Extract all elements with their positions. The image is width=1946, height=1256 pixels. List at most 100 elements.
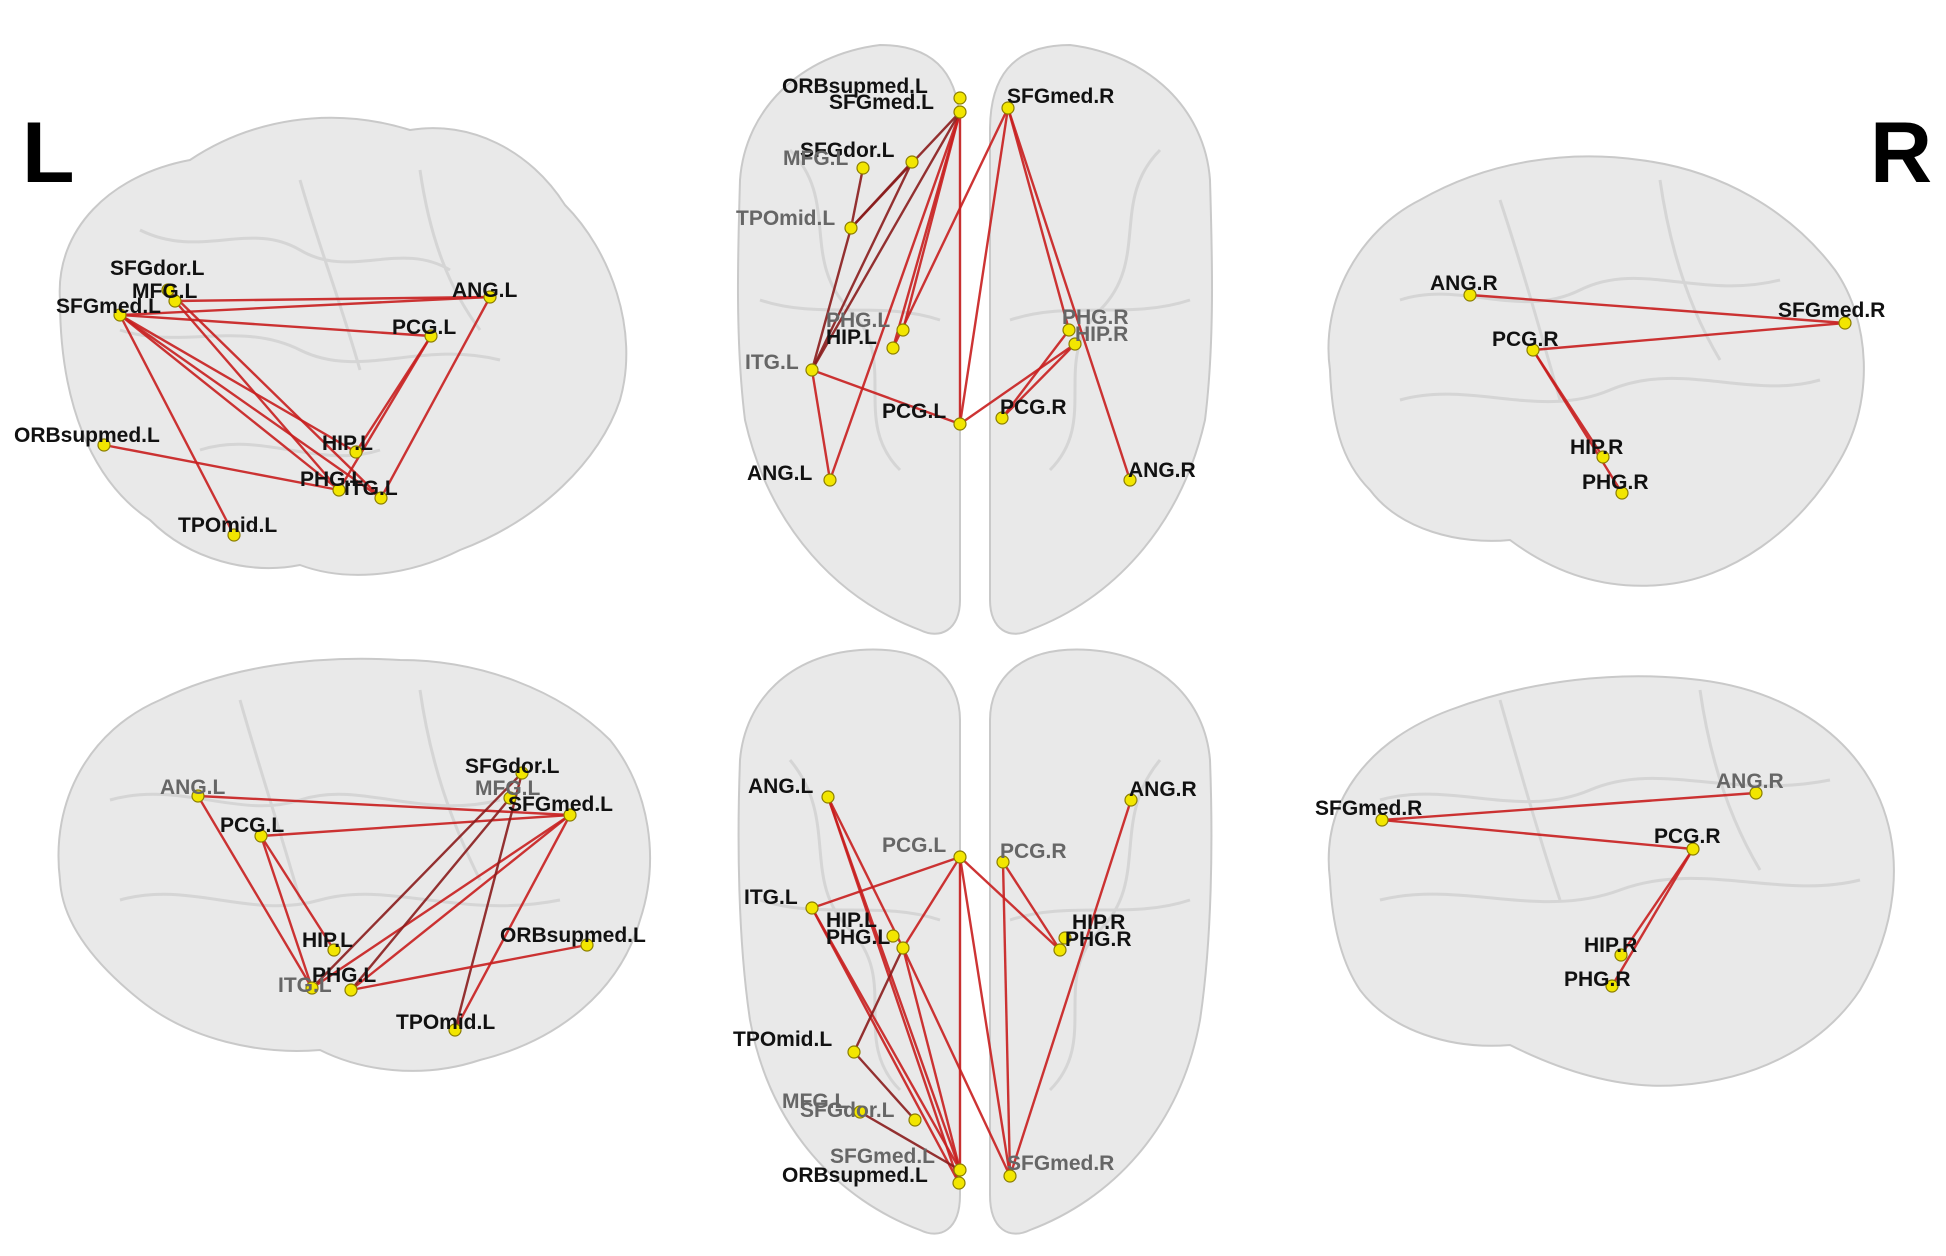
node-pcg-r — [995, 411, 1009, 425]
node-label: SFGmed.L — [56, 295, 161, 318]
labels-inferior: ANG.L ANG.R PCG.L PCG.R ITG.L HIP.L PHG.… — [733, 775, 1197, 1187]
node-label: SFGmed.L — [830, 1145, 935, 1168]
brain-right-lateral — [1327, 155, 1865, 587]
node-hip-r — [1058, 931, 1072, 945]
labels-left-lateral: SFGdor.L MFG.L SFGmed.L ANG.L PCG.L ORBs… — [14, 257, 518, 537]
node-label: SFGmed.L — [829, 91, 934, 114]
node-phg-l — [332, 483, 346, 497]
node-hip-l — [349, 445, 363, 459]
node-mfg-l — [503, 791, 517, 805]
labels-left-medial: SFGdor.L ANG.L MFG.L SFGmed.L PCG.L HIP.… — [160, 755, 646, 1034]
edge-sfgmed-pcg — [119, 313, 432, 338]
node-itg-l — [305, 981, 319, 995]
node-ang-r — [1749, 786, 1763, 800]
node-label: ITG.L — [745, 351, 799, 374]
node-label: HIP.L — [302, 929, 353, 952]
node-label: ITG.L — [344, 477, 398, 500]
node-label: TPOmid.L — [178, 514, 277, 537]
brain-left-lateral — [58, 116, 628, 576]
node-label: ANG.R — [1129, 778, 1197, 801]
node-label: SFGdor.L — [800, 1099, 895, 1122]
edges-left-medial — [196, 772, 588, 1031]
node-orbsupmed-l — [580, 938, 594, 952]
node-phg-r — [1053, 943, 1067, 957]
node-phg-r — [1615, 486, 1629, 500]
node-hip-r — [1596, 450, 1610, 464]
node-label: ANG.L — [748, 775, 814, 798]
labels-right-medial: SFGmed.R ANG.R PCG.R HIP.R PHG.R — [1315, 770, 1784, 991]
node-label: ANG.R — [1430, 272, 1498, 295]
node-label: MFG.L — [782, 1090, 847, 1113]
node-label: HIP.R — [1570, 436, 1623, 459]
node-ang-r — [1463, 288, 1477, 302]
node-label: SFGmed.L — [508, 793, 613, 816]
node-phg-l — [896, 941, 910, 955]
edge-sfgmed-hip — [119, 313, 357, 454]
node-label: PCG.L — [882, 400, 946, 423]
node-tpomid-l — [847, 1045, 861, 1059]
node-label: HIP.L — [826, 909, 877, 932]
node-label: HIP.R — [1584, 934, 1637, 957]
node-label: ORBsupmed.L — [14, 424, 160, 447]
node-pcg-l — [953, 850, 967, 864]
brain-superior — [736, 43, 1214, 635]
node-label: ORBsupmed.L — [782, 75, 928, 98]
edges-superior — [810, 107, 1132, 481]
node-sfgmed-l — [563, 808, 577, 822]
brain-inferior — [737, 648, 1213, 1235]
edge-orbsupmed-phg — [103, 443, 340, 492]
left-hemisphere-label: L — [22, 105, 75, 201]
node-label: ANG.L — [452, 279, 518, 302]
node-hip-r — [1614, 948, 1628, 962]
edge-sfgmed-phg — [119, 314, 340, 491]
node-label: SFGdor.L — [110, 257, 205, 280]
node-label: TPOmid.L — [733, 1028, 832, 1051]
node-label: ORBsupmed.L — [500, 924, 646, 947]
node-itg-l — [374, 491, 388, 505]
node-label: ORBsupmed.L — [782, 1164, 928, 1187]
node-sfgdor-l — [515, 766, 529, 780]
node-label: HIP.R — [1072, 911, 1125, 934]
node-orbsupmed-l — [97, 438, 111, 452]
node-ang-l — [483, 290, 497, 304]
node-sfgmed-l — [113, 308, 127, 322]
node-label: ITG.L — [278, 974, 332, 997]
node-label: PCG.L — [882, 834, 946, 857]
node-itg-l — [805, 363, 819, 377]
node-label: ANG.L — [160, 776, 226, 799]
node-label: HIP.L — [826, 326, 877, 349]
node-ang-l — [191, 789, 205, 803]
node-label: HIP.L — [322, 432, 373, 455]
brain-right-medial — [1327, 675, 1895, 1087]
node-label: MFG.L — [132, 280, 197, 303]
edge-sfgmed-ang — [119, 295, 491, 317]
node-pcg-l — [953, 417, 967, 431]
node-itg-l — [805, 901, 819, 915]
node-sfgmed-l — [953, 1163, 967, 1177]
edge-pcg-phg — [337, 335, 433, 491]
node-label: PHG.R — [1065, 928, 1132, 951]
node-hip-r — [1068, 337, 1082, 351]
edge-sfgmed-itg — [119, 314, 382, 499]
node-hip-l — [327, 943, 341, 957]
node-label: PHG.L — [312, 964, 376, 987]
node-label: PCG.L — [392, 316, 456, 339]
node-hip-l — [886, 341, 900, 355]
node-phg-l — [344, 983, 358, 997]
node-sfgmed-r — [1838, 316, 1852, 330]
edge-mfg-ang — [174, 295, 491, 303]
node-sfgdor-l — [908, 1113, 922, 1127]
edge-ang-itg — [379, 296, 492, 499]
node-sfgdor-l — [161, 283, 175, 297]
node-label: SFGmed.R — [1315, 797, 1422, 820]
node-label: SFGmed.R — [1778, 299, 1885, 322]
node-ang-l — [823, 473, 837, 487]
edge-sfgmed-tpomid — [118, 314, 236, 536]
node-label: ANG.L — [747, 462, 813, 485]
edge-mfg-phg — [174, 300, 340, 491]
node-phg-r — [1062, 323, 1076, 337]
node-ang-r — [1123, 473, 1137, 487]
node-label: PCG.R — [1492, 328, 1559, 351]
node-sfgmed-l — [953, 105, 967, 119]
node-orbsupmed-l — [953, 91, 967, 105]
